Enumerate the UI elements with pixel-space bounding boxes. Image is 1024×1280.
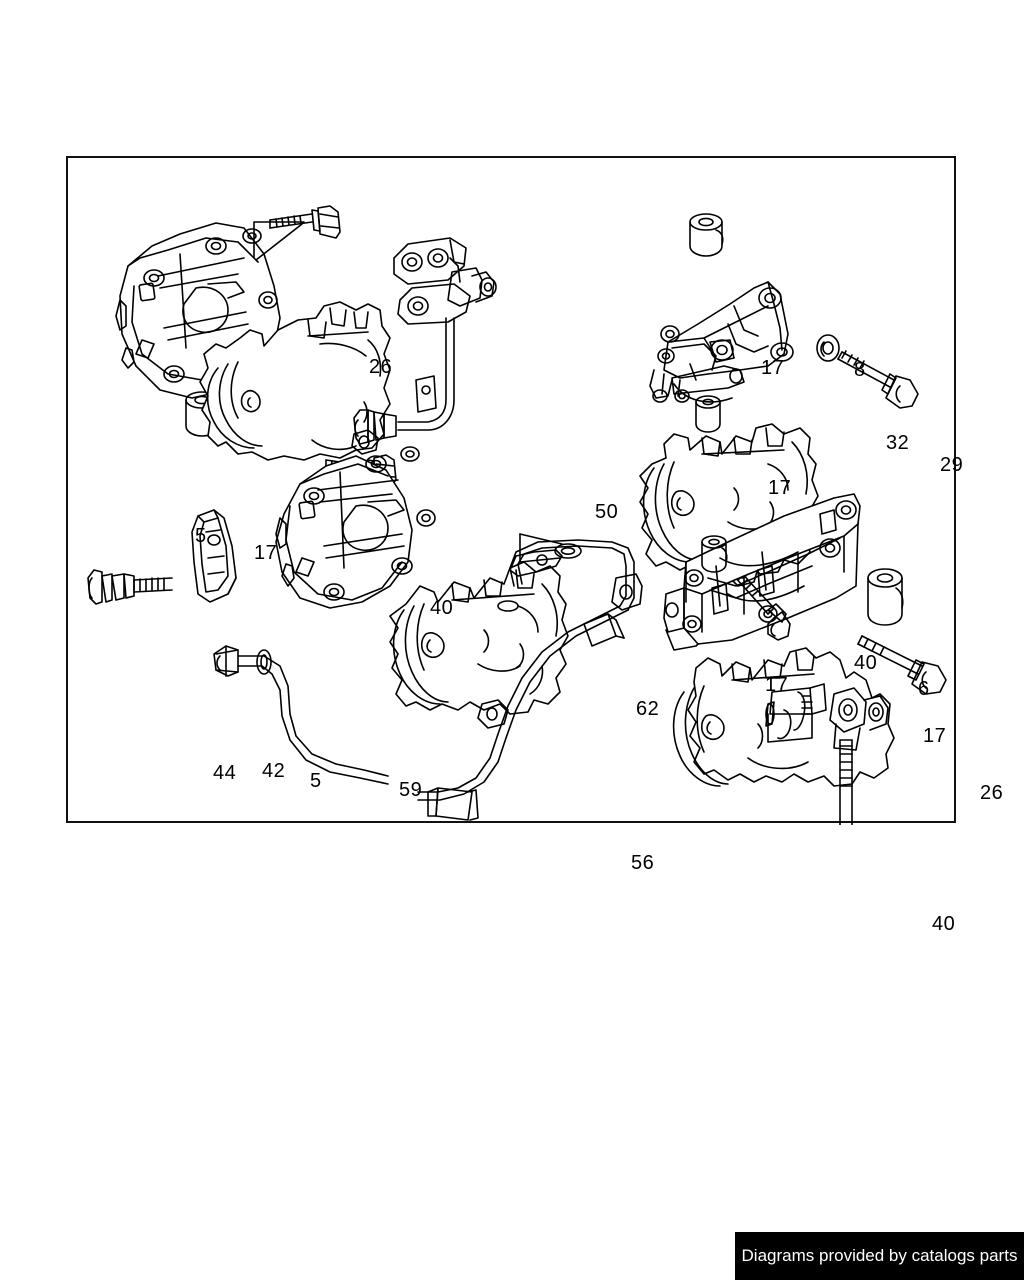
compressor-bottom-right [672,647,895,787]
callout-40-top: 40 [430,597,454,619]
refrigerant-line-50 [353,237,497,445]
callout-62: 62 [636,698,660,720]
watermark-banner: Diagrams provided by catalogs parts [735,1232,1024,1280]
bolt-26-top [253,205,341,261]
callout-50: 50 [595,501,619,523]
callout-26-top: 26 [369,356,393,378]
gasket-42 [191,509,237,603]
callout-17-bottom-right-1: 17 [765,674,789,696]
parts-diagram-illustration [87,205,947,825]
callout-42: 42 [262,760,286,782]
refrigerant-line-59 [213,645,389,785]
callout-29: 29 [940,454,964,476]
callout-5-bottom: 5 [310,770,322,792]
callout-17-bottom-right-2: 17 [923,725,947,747]
callout-56: 56 [631,852,655,874]
seal-62 [519,533,582,563]
bushing-17-bottom-right-left [701,535,728,573]
compressor-top-left [199,301,391,461]
washer-32 [816,334,840,362]
callout-26-bottom: 26 [980,782,1004,804]
bushing-17-top-right-lower [695,395,721,433]
bracket-5-bottom [275,446,436,609]
callout-17-top: 17 [254,542,278,564]
bracket-6 [663,493,861,651]
callout-32: 32 [886,432,910,454]
bolt-29 [837,350,919,409]
bushing-17-top-right-upper [689,213,724,257]
callout-5-top: 5 [195,525,207,547]
callout-40-bottom: 40 [932,913,956,935]
bolt-26-bottom [857,635,947,695]
bolt-44 [87,569,173,605]
parts-diagram-frame: 26 5 17 40 50 17 8 32 29 17 40 44 42 5 5… [66,156,1003,934]
bolt-40-top-right [733,570,791,641]
callout-59: 59 [399,779,423,801]
bracket-8 [649,281,794,403]
watermark-text: Diagrams provided by catalogs parts [741,1246,1018,1265]
callout-6: 6 [918,678,930,700]
bushing-17-bottom-right-right [867,568,904,626]
compressor-bottom-middle [389,561,569,729]
bolt-40-bottom [839,739,853,825]
callout-17-top-right-1: 17 [761,357,785,379]
callout-8: 8 [854,359,866,381]
callout-44: 44 [213,762,237,784]
callout-17-top-right-2: 17 [768,477,792,499]
callout-40-top-right: 40 [854,652,878,674]
